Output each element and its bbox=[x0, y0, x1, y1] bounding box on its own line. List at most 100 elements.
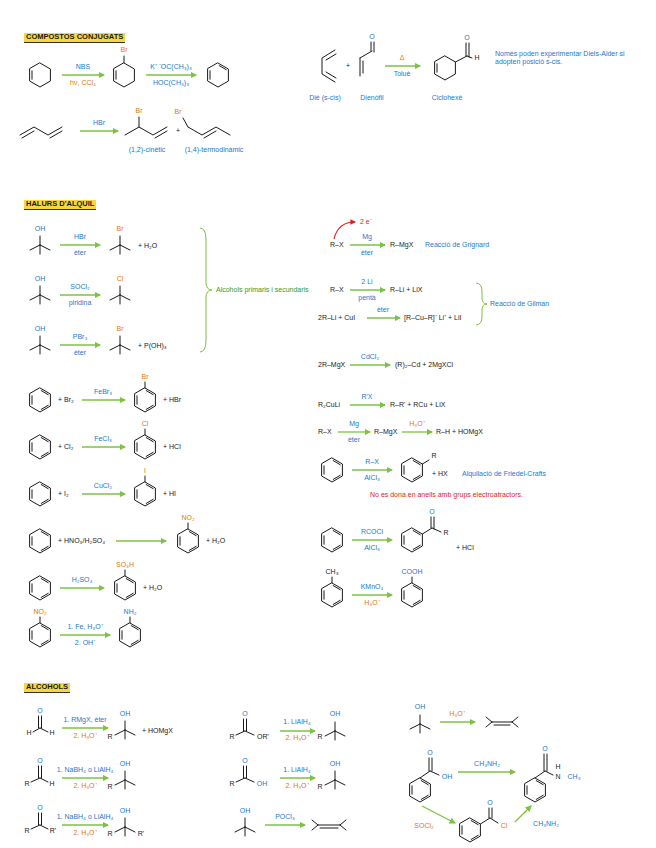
atom: Cl bbox=[142, 420, 149, 428]
reagent: H₃O⁺ bbox=[409, 420, 424, 428]
drawing-stroke bbox=[82, 399, 125, 400]
reagent: piridina bbox=[69, 299, 92, 307]
reagent: H₃O⁺ bbox=[364, 599, 379, 607]
atom: Br bbox=[136, 107, 143, 115]
reagent: SOCl₂ bbox=[70, 283, 89, 291]
atom: COOH bbox=[402, 568, 423, 576]
atom: R bbox=[107, 783, 112, 791]
reagent: CuCl₂ bbox=[94, 482, 112, 490]
atom: Br bbox=[117, 225, 124, 233]
reagent: 2. H₃O⁺ bbox=[73, 829, 96, 837]
reagent: CdCl₂ bbox=[361, 353, 379, 361]
drawing-stroke bbox=[135, 435, 156, 459]
atom: OH bbox=[35, 275, 46, 283]
reagent: 2. H₃O⁺ bbox=[73, 732, 96, 740]
electron-note: 2 e⁻ bbox=[360, 218, 372, 226]
atom: OH bbox=[415, 703, 426, 711]
byproduct: + HBr bbox=[163, 396, 181, 404]
drawing-stroke bbox=[440, 721, 475, 722]
drawing-stroke bbox=[431, 517, 432, 528]
atom: R bbox=[107, 830, 112, 838]
drawing-stroke bbox=[402, 528, 423, 552]
reagent: èter bbox=[74, 349, 86, 357]
drawing-stroke bbox=[429, 758, 430, 771]
drawing-stroke bbox=[41, 766, 42, 778]
drawing-stroke bbox=[410, 715, 430, 733]
reagent: pentà bbox=[358, 294, 376, 302]
drawing-stroke bbox=[492, 722, 512, 723]
electron-arrow bbox=[334, 222, 355, 239]
atom: H bbox=[49, 729, 54, 737]
byproduct: + HOMgX bbox=[142, 727, 173, 735]
drawing-stroke bbox=[480, 818, 490, 824]
drawing-stroke bbox=[326, 54, 336, 60]
drawing-stroke bbox=[352, 539, 392, 540]
reaction-name: Alquilació de Friedel-Crafts bbox=[462, 470, 546, 478]
drawing-stroke bbox=[115, 818, 135, 836]
byproduct: + P(OH)₃ bbox=[138, 342, 167, 350]
reagent: PBr₃ bbox=[73, 333, 88, 341]
drawing-stroke bbox=[130, 617, 131, 623]
atom: O bbox=[369, 33, 374, 41]
reactant: + Br₂ bbox=[58, 396, 74, 404]
atom: Br bbox=[175, 108, 182, 116]
atom: O bbox=[242, 757, 247, 765]
atom: O bbox=[37, 804, 42, 812]
drawing-stroke bbox=[30, 336, 50, 354]
drawing-stroke bbox=[367, 317, 400, 318]
drawing-stroke bbox=[145, 429, 146, 435]
drawing-stroke bbox=[512, 722, 518, 727]
drawing-stroke bbox=[30, 482, 51, 506]
atom: R bbox=[24, 780, 29, 788]
atom: R bbox=[317, 783, 322, 791]
reagent: Toluè bbox=[394, 70, 411, 78]
drawing-stroke bbox=[30, 435, 51, 459]
drawing-stroke bbox=[325, 722, 345, 740]
drawing-stroke bbox=[458, 771, 515, 772]
reagent: SOCl₂ bbox=[414, 822, 433, 830]
atom: R bbox=[107, 733, 112, 741]
drawing-stroke bbox=[62, 824, 108, 825]
reagent: 2 Li bbox=[361, 278, 372, 286]
reagent: H₂SO₄ bbox=[72, 576, 93, 584]
byproduct: + HX bbox=[432, 470, 448, 478]
drawing-stroke bbox=[30, 576, 51, 600]
drawing-stroke bbox=[432, 758, 433, 771]
section-heading: ALCOHOLS bbox=[24, 683, 70, 693]
drawing-stroke bbox=[60, 294, 100, 295]
drawing-stroke bbox=[41, 813, 42, 825]
atom: Br bbox=[117, 325, 124, 333]
drawing-stroke bbox=[360, 58, 361, 76]
drawing-stroke bbox=[422, 806, 455, 823]
reaction-arrows bbox=[60, 66, 531, 825]
atom: H bbox=[474, 54, 479, 62]
reagent: 2. H₃O⁺ bbox=[285, 782, 308, 790]
byproduct: + HCl bbox=[163, 443, 181, 451]
reagent: HBr bbox=[74, 233, 86, 241]
drawing-stroke bbox=[412, 577, 413, 583]
drawing-stroke bbox=[155, 131, 167, 138]
drawing-stroke bbox=[402, 583, 423, 607]
reagent: AlCl₃ bbox=[364, 544, 380, 552]
drawing-stroke bbox=[38, 813, 39, 825]
atom: OH bbox=[120, 807, 131, 815]
drawing-stroke bbox=[350, 404, 385, 405]
drawing-stroke bbox=[30, 388, 51, 412]
atom: O bbox=[427, 749, 432, 757]
drawing-stroke bbox=[245, 778, 254, 782]
drawing-stroke bbox=[135, 388, 156, 412]
drawing-stroke bbox=[30, 236, 50, 254]
reagent: Mg bbox=[362, 233, 372, 241]
reagent: 1. NaBH₄ o LiAlH₄ bbox=[57, 766, 114, 774]
drawing-stroke bbox=[178, 529, 199, 553]
drawing-stroke bbox=[545, 771, 553, 775]
reagent: POCl₃ bbox=[275, 813, 295, 821]
drawing-stroke bbox=[146, 74, 196, 75]
drawing-stroke bbox=[40, 778, 48, 782]
drawing-stroke bbox=[535, 771, 545, 778]
product-name: (1,2)-cinètic bbox=[129, 146, 166, 154]
drawing-stroke bbox=[265, 824, 305, 825]
drawing-stroke bbox=[125, 127, 167, 135]
formula: 2R–MgX bbox=[318, 361, 345, 369]
